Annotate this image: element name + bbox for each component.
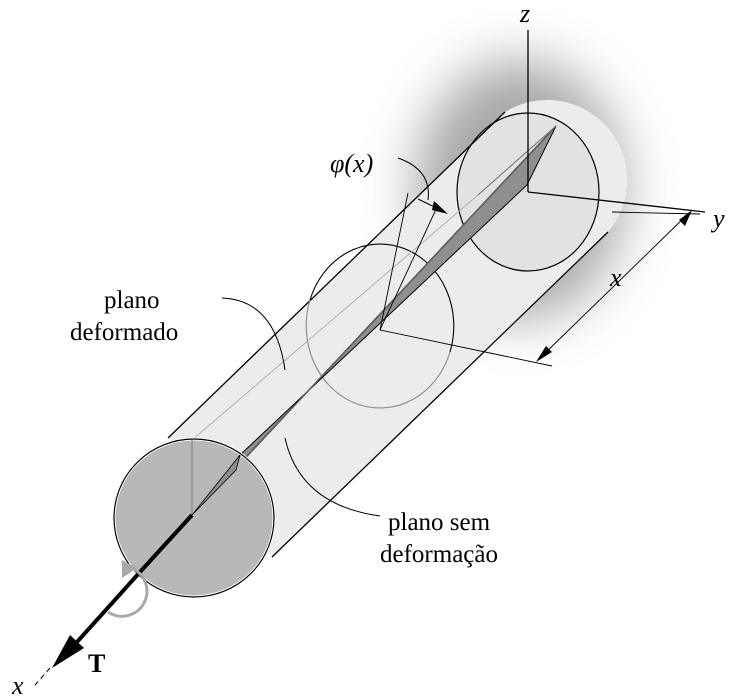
undeformed-plane-leader: [284, 437, 381, 517]
deformed-plane-label-line2: deformado: [70, 319, 178, 346]
dimension-x: [379, 210, 701, 367]
y-axis: [527, 191, 706, 213]
deformed-plane-leader: [221, 297, 286, 371]
undeformed-plane-label-line2: deformação: [380, 541, 498, 568]
dimension-x-label: x: [609, 263, 622, 292]
torque-arrowhead: [52, 635, 84, 668]
torque-label: T: [88, 649, 105, 678]
x-axis-label: x: [11, 671, 24, 698]
y-axis-label: y: [710, 204, 725, 233]
x-axis-thick: [138, 513, 194, 574]
angle-phi-leader: [397, 157, 448, 214]
undeformed-plane-label-line1: plano sem: [388, 509, 491, 536]
z-axis-label: z: [519, 0, 530, 28]
coordinate-axes: [34, 30, 706, 686]
middle-cross-section: [305, 243, 455, 409]
callout-leaders: [221, 297, 381, 517]
torque-rotation-icon: [107, 560, 149, 618]
angle-phi-label: φ(x): [330, 149, 373, 178]
x-axis-dashed: [34, 667, 51, 686]
deformed-plane-label-line1: plano: [104, 287, 160, 314]
shaft-top-edge: [167, 111, 506, 439]
shaft-bottom-edge: [271, 231, 609, 558]
torque-shaft-arrow: [66, 570, 142, 654]
